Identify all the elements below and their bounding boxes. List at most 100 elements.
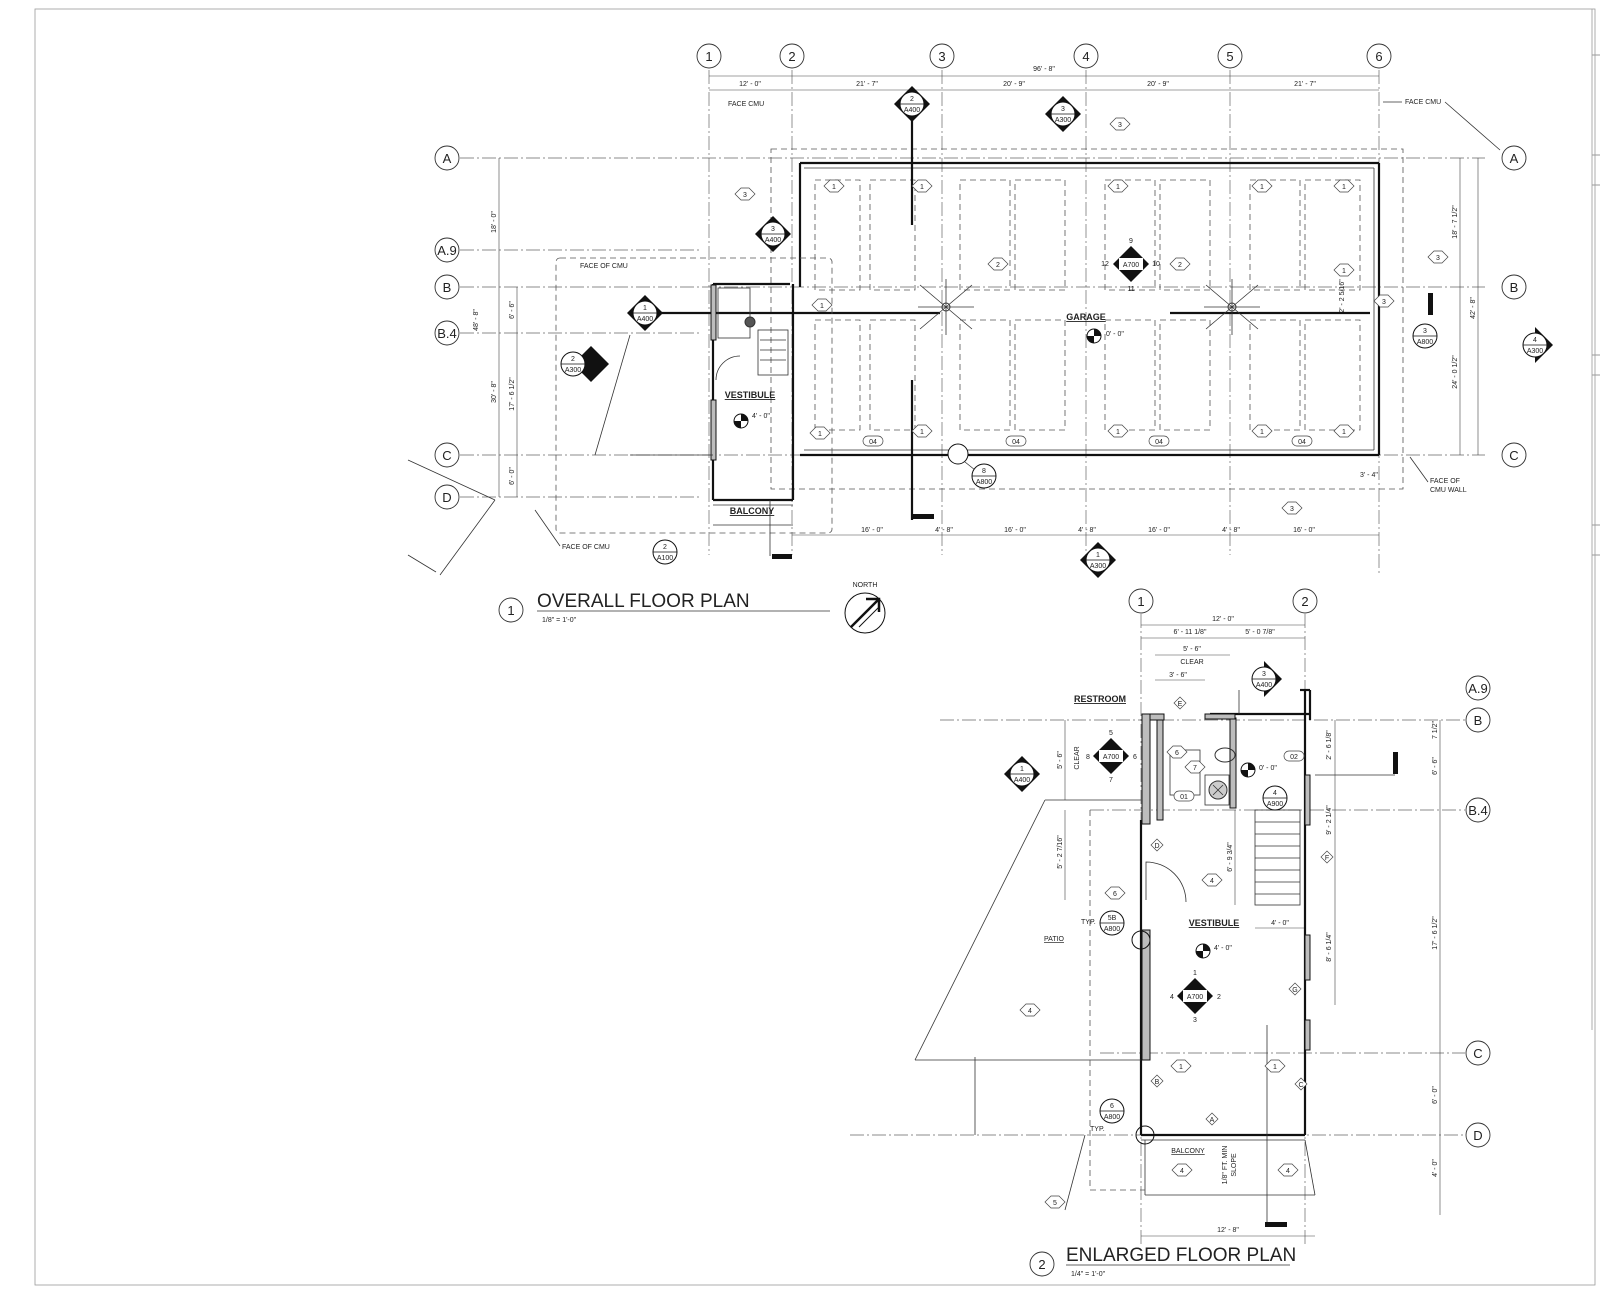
- callout-6-a800: 6 A800 TYP.: [1090, 1098, 1155, 1145]
- keynote-hex: 6: [1104, 886, 1126, 900]
- diamond-letter: D: [1154, 843, 1159, 850]
- overall-row-bubbles-right: A B C: [1501, 145, 1527, 468]
- grid-label: B: [1474, 713, 1483, 728]
- keynote-hex: 1: [1170, 1059, 1192, 1073]
- grid-label: C: [442, 448, 451, 463]
- door-tag: 04: [1155, 439, 1163, 446]
- dim-text: 16' - 0": [1148, 527, 1170, 534]
- stair: [1254, 809, 1301, 906]
- sheet-ref: A700: [1123, 262, 1139, 269]
- grid-label: A: [1510, 151, 1519, 166]
- callout-sheet: A300: [1527, 348, 1543, 355]
- door-tag: 04: [1012, 439, 1020, 446]
- ceiling-fan-left: [918, 279, 974, 335]
- keynote-hex: 1: [1107, 424, 1129, 438]
- diamond-letter: A: [1210, 1117, 1215, 1124]
- door-tag: 02: [1290, 754, 1298, 761]
- callout-1-a300: 1 A300: [1080, 542, 1116, 578]
- callout-8-a800: 8 A800: [947, 443, 997, 489]
- keynote-number: 3: [1382, 299, 1386, 306]
- overall-right-dimensions: 18' - 7 1/2" 42' - 8" 24' - 0 1/2" 2' - …: [1339, 158, 1479, 494]
- dim-text: 20' - 9": [1003, 81, 1025, 88]
- dim-text: 2' - 2 5/16": [1339, 279, 1346, 313]
- door-tag: 04: [869, 439, 877, 446]
- grid-bubble-row-b: B: [434, 274, 460, 300]
- elevation-marker-vestibule: 4' - 0": [1195, 943, 1232, 959]
- keynote-number: 1: [1179, 1064, 1183, 1071]
- keynote-hex: 1: [811, 298, 833, 312]
- keynote-hex: 2: [1169, 257, 1191, 271]
- enlarged-inner-dimensions: 2' - 6 1/8" 9' - 2 1/4" 8' - 6 1/4" 6' -…: [1057, 720, 1336, 1005]
- keynote-number: 1: [832, 184, 836, 191]
- keynote-number: 7: [1193, 765, 1197, 772]
- keynote-hex: 3: [1373, 294, 1395, 308]
- callout-2-a400: 2 A400: [894, 86, 930, 122]
- keynote-hex: 3: [734, 187, 756, 201]
- slope-note: 1/8" FT. MIN SLOPE: [1222, 1146, 1238, 1185]
- dim-text: 18' - 0": [491, 211, 498, 233]
- dim-text: 21' - 7": [1294, 81, 1316, 88]
- grid-bubble-col-5: 5: [1217, 43, 1243, 69]
- grid-label: A.9: [1468, 681, 1488, 696]
- enlarged-right-dimensions: 7 1/2" 6' - 6" 17' - 6 1/2" 6' - 0" 4' -…: [1432, 720, 1441, 1215]
- grid-label: A.9: [437, 243, 457, 258]
- dim-text: 8' - 6 1/4": [1326, 932, 1333, 962]
- callout-number: 6: [1110, 1103, 1114, 1110]
- note-face-cmu-left: FACE CMU: [728, 101, 764, 108]
- callout-2-a300: 2 A300: [560, 346, 609, 382]
- elev-mark: 1: [1193, 970, 1197, 977]
- drawing-scale: 1/8" = 1'-0": [542, 617, 577, 624]
- site-lines: [407, 459, 496, 576]
- interior-elevation-marker-vestibule: A700 1 2 3 4: [1170, 970, 1221, 1024]
- note-face-cmu-right: FACE CMU: [1405, 99, 1441, 106]
- keynote-number: 4: [1028, 1008, 1032, 1015]
- grid-bubble-col-6: 6: [1366, 43, 1392, 69]
- callout-5b-a800: TYP. 5B A800: [1081, 910, 1151, 950]
- callout-4-a300: 4 A300: [1522, 327, 1553, 363]
- grid-label: 6: [1375, 49, 1382, 64]
- enlarged-column-bubbles: 1 2: [1128, 588, 1318, 614]
- callout-3-a800: 3 A800: [1412, 323, 1438, 349]
- grid-label: 5: [1226, 49, 1233, 64]
- keynote-hex: 4: [1019, 1003, 1041, 1017]
- typ-label: TYP.: [1081, 919, 1096, 926]
- keynote-number: 1: [1116, 429, 1120, 436]
- drawing-scale: 1/4" = 1'-0": [1071, 1271, 1106, 1278]
- dim-text: 6' - 9 3/4": [1227, 842, 1234, 872]
- dim-text: 16' - 0": [1293, 527, 1315, 534]
- overall-row-bubbles-left: A A.9 B B.4 C D: [434, 145, 460, 510]
- keynote-hex: 2: [987, 257, 1009, 271]
- grid-bubble-col-1: 1: [1128, 588, 1154, 614]
- interior-elevation-marker-garage: A700 9 10 11 12: [1101, 238, 1160, 293]
- overall-floor-plan: 1 2 3 4 5 6 A A.9 B B.4 C D A B C 96' - …: [407, 43, 1553, 634]
- dim-text: 3' - 4": [1360, 472, 1378, 479]
- grid-label: 1: [1137, 594, 1144, 609]
- callout-sheet: A800: [1417, 339, 1433, 346]
- keynote-hex: 5: [1044, 1195, 1066, 1209]
- dim-text: 16' - 0": [1004, 527, 1026, 534]
- elevation-marker-garage: 0' - 0": [1086, 328, 1124, 344]
- keynote-number: 1: [1342, 268, 1346, 275]
- callout-number: 2: [663, 544, 667, 551]
- callout-number: 1: [1020, 766, 1024, 773]
- dim-text: 6' - 0": [1432, 1086, 1439, 1104]
- callout-number: 1: [643, 305, 647, 312]
- grid-label: C: [1473, 1046, 1482, 1061]
- callout-4-a900: 4 A900: [1262, 785, 1288, 811]
- drawing-title: OVERALL FLOOR PLAN: [537, 591, 750, 612]
- callout-sheet: A400: [904, 107, 920, 114]
- elev-mark: 8: [1086, 754, 1090, 761]
- keynote-number: 1: [1273, 1064, 1277, 1071]
- callout-sheet: A900: [1267, 801, 1283, 808]
- elev-mark: 12: [1101, 261, 1109, 268]
- keynote-hex: 1: [911, 424, 933, 438]
- keynote-number: 5: [1053, 1200, 1057, 1207]
- grid-label: A: [443, 151, 452, 166]
- keynote-hex: 3: [1281, 501, 1303, 515]
- drawing-title: ENLARGED FLOOR PLAN: [1066, 1245, 1296, 1266]
- callout-2-a100: 2 A100: [652, 539, 678, 565]
- enlarged-bottom-dimension: 12' - 8": [1141, 1227, 1315, 1237]
- callout-sheet: A400: [1256, 682, 1272, 689]
- keynote-number: 3: [1436, 255, 1440, 262]
- dim-text: 3' - 6": [1169, 672, 1187, 679]
